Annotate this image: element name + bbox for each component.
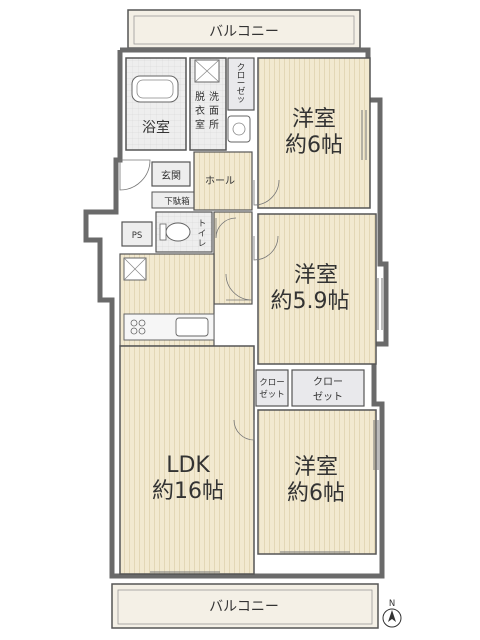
compass-north-label: N: [389, 599, 395, 609]
closet-top-label-5: ッ: [237, 95, 246, 105]
balcony-top-label: バルコニー: [209, 24, 279, 40]
ps-label: PS: [132, 231, 143, 241]
western-room-1-name: 洋室: [292, 107, 336, 132]
washroom-char-5: 室: [195, 118, 205, 131]
balcony-bottom-label: バルコニー: [209, 599, 279, 615]
closet-right: クロー ゼット: [291, 369, 365, 407]
balcony-bottom: バルコニー: [111, 583, 379, 629]
washroom-char-3: 衣: [195, 104, 205, 117]
closet-right-label-2: ゼット: [313, 391, 343, 403]
western-room-1-size: 約6帖: [285, 133, 343, 158]
outer-walls: [83, 47, 389, 579]
toilet-char-3: レ: [198, 239, 207, 249]
balcony-top: バルコニー: [127, 9, 361, 49]
washroom-char-6: 所: [209, 119, 219, 131]
closet-top-label-1: ク: [237, 63, 246, 73]
entrance: 玄関: [119, 159, 191, 191]
closet-top: ク ロ ー ゼ ッ: [227, 57, 255, 111]
shoe-box-label: 下駄箱: [164, 196, 190, 207]
western-room-1: 洋室 約6帖: [257, 57, 371, 209]
closet-top-label-3: ー: [237, 79, 246, 89]
corridor: [213, 211, 253, 305]
closet-top-label-4: ゼ: [237, 86, 246, 97]
kitchen: [119, 253, 215, 347]
toilet-char-2: イ: [198, 229, 207, 239]
entrance-label: 玄関: [161, 169, 181, 182]
closet-left: クロー ゼット: [255, 369, 289, 407]
closet-right-label-1: クロー: [313, 376, 343, 388]
ldk-room: LDK 約16帖: [119, 345, 255, 575]
western-room-2-size: 約5.9帖: [271, 289, 350, 314]
windows: [150, 110, 383, 573]
shoe-box: 下駄箱: [151, 191, 203, 209]
washroom: 脱 洗 衣 面 室 所: [189, 57, 251, 151]
hall: ホール: [193, 151, 253, 211]
ldk-size: 約16帖: [152, 479, 224, 504]
closet-top-label-2: ロ: [237, 71, 246, 81]
bath-label: 浴室: [142, 119, 170, 136]
ldk-name: LDK: [166, 453, 210, 478]
western-room-3-size: 約6帖: [287, 481, 345, 506]
door-swings: [215, 179, 280, 441]
ps-shaft: PS: [121, 221, 153, 247]
hall-label: ホール: [205, 175, 235, 187]
western-room-3: 洋室 約6帖: [257, 409, 377, 555]
toilet-char-1: ト: [198, 219, 207, 229]
compass: N: [382, 599, 402, 628]
washroom-char-2: 洗: [209, 91, 219, 103]
bathroom: 浴室: [125, 57, 187, 151]
western-room-2-name: 洋室: [294, 263, 338, 288]
toilet: ト イ レ: [155, 211, 213, 253]
closet-left-label-1: クロー: [259, 378, 285, 388]
western-room-2: 洋室 約5.9帖: [257, 213, 377, 365]
western-room-3-name: 洋室: [294, 455, 338, 480]
washroom-char-4: 面: [209, 106, 219, 117]
closet-left-label-2: ゼット: [259, 389, 285, 400]
washroom-char-1: 脱: [195, 90, 205, 103]
